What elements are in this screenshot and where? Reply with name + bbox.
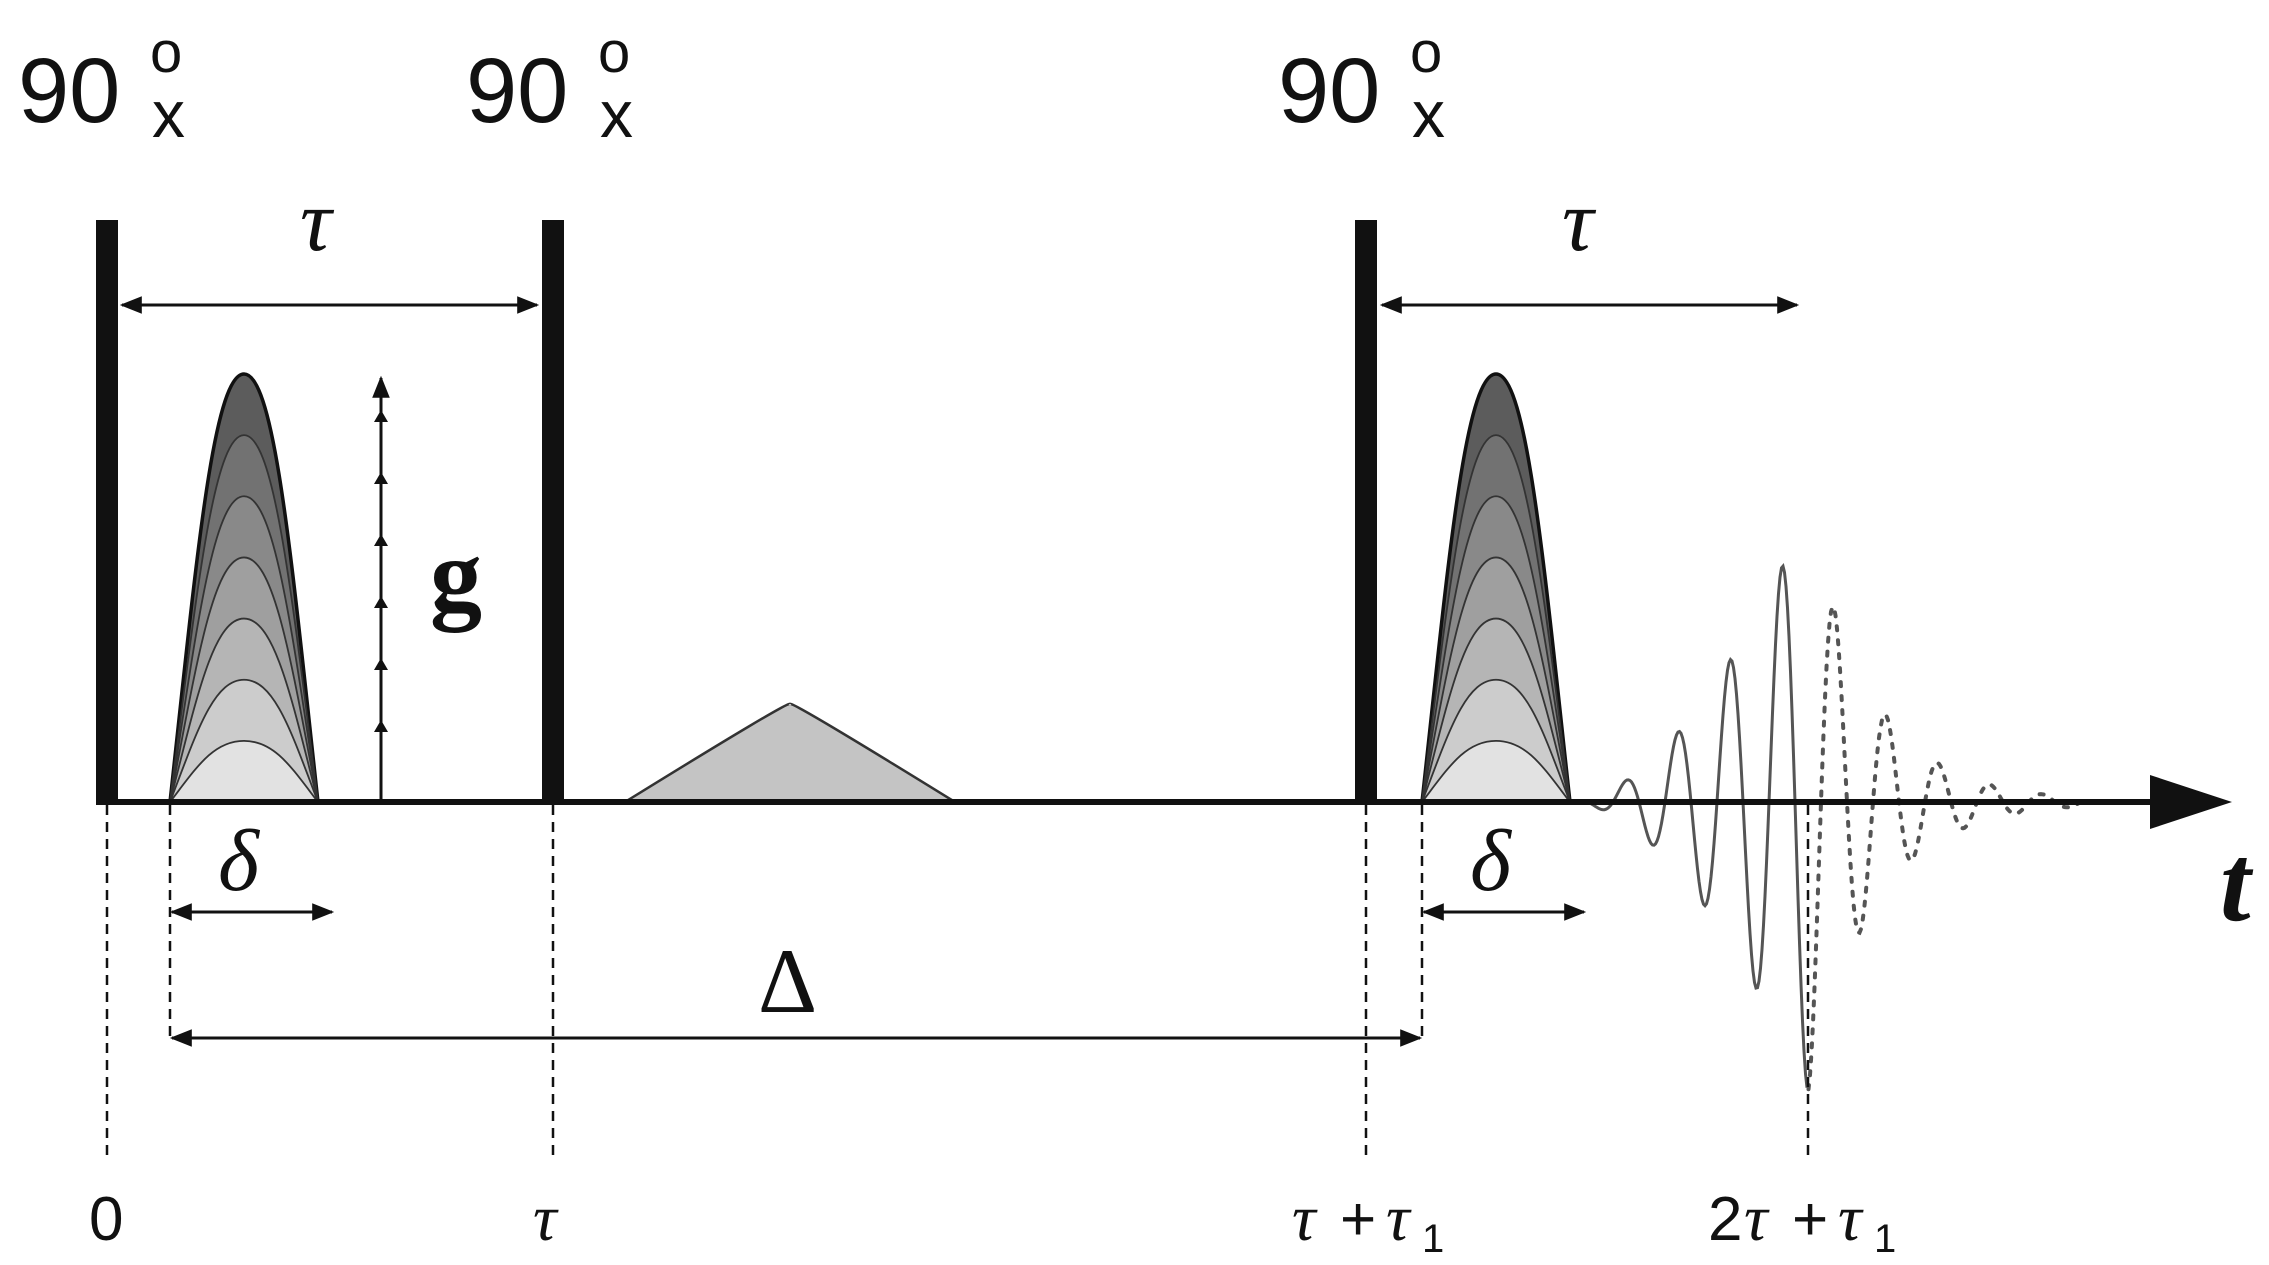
g-arrow-tick-6 [374, 410, 388, 422]
gradient-lobe-1 [168, 372, 320, 804]
tick-2tau-a: τ [1744, 1182, 1770, 1255]
middle-gradient-lobe [620, 702, 960, 804]
tick-2tau-b: τ [1838, 1182, 1864, 1255]
tick-tau-plus-tau1-b: τ [1386, 1182, 1412, 1255]
tick-tau-plus-tau1-sub: 1 [1422, 1217, 1444, 1261]
tick-0: 0 [89, 1185, 123, 1254]
tick-tau-plus-tau1-a: τ [1292, 1182, 1318, 1255]
g-arrow-tick-1 [374, 720, 388, 732]
rf-pulse-2 [542, 220, 564, 802]
gradient-amplitude-arrow [372, 375, 390, 800]
echo-signal-solid [1570, 563, 1809, 1088]
g-arrow-tick-4 [374, 534, 388, 546]
tick-2tau-plus-tau1: 2 τ + τ 1 [1708, 1182, 1896, 1261]
delta-label-1: δ [218, 813, 261, 910]
gradient-lobe-2 [1420, 372, 1572, 804]
rf-pulse-3 [1355, 220, 1377, 802]
time-axis-label: t [2220, 822, 2254, 944]
echo-signal-dotted [1806, 603, 2082, 1092]
pulse-label-1-base: 90 [18, 40, 120, 142]
pulse-label-3: 90 o x [1278, 20, 1445, 151]
g-arrow-tick-5 [374, 472, 388, 484]
lobe1-level-1 [168, 739, 320, 803]
rf-pulse-1 [96, 220, 118, 802]
tick-2tau-sub: 1 [1874, 1217, 1896, 1261]
pulse-label-3-base: 90 [1278, 40, 1380, 142]
tick-2tau-coef: 2 [1708, 1185, 1742, 1254]
tau-label-1: τ [300, 173, 335, 270]
pulse-label-1-subscript: x [152, 77, 185, 151]
tau-label-2: τ [1562, 173, 1597, 270]
g-arrow-tick-2 [374, 658, 388, 670]
pulse-label-3-degree: o [1410, 20, 1442, 85]
g-arrow-tick-3 [374, 596, 388, 608]
Delta-label: Δ [758, 930, 817, 1032]
pulse-label-2: 90 o x [466, 20, 633, 151]
delta-label-2: δ [1470, 813, 1513, 910]
lobe2-level-1 [1420, 739, 1572, 803]
pulse-label-2-base: 90 [466, 40, 568, 142]
pulse-label-3-subscript: x [1412, 77, 1445, 151]
pulse-label-1: 90 o x [18, 20, 185, 151]
pulse-label-2-degree: o [598, 20, 630, 85]
pulse-label-1-degree: o [150, 20, 182, 85]
tick-tau: τ [533, 1182, 559, 1255]
tick-tau-plus-tau1: τ + τ 1 [1292, 1182, 1444, 1261]
pulse-label-2-subscript: x [600, 77, 633, 151]
time-axis-arrowhead [2150, 775, 2232, 829]
tick-tau-plus-tau1-op: + [1340, 1185, 1376, 1254]
tick-2tau-op: + [1792, 1185, 1828, 1254]
g-label: g [430, 518, 482, 633]
